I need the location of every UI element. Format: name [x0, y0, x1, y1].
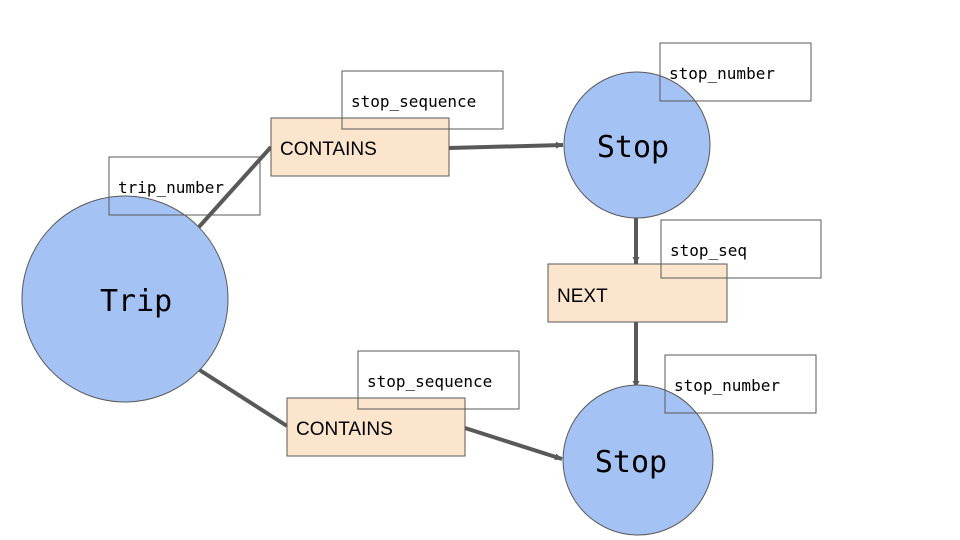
contains-top-box: [270, 117, 450, 177]
trip-node: [21, 195, 229, 403]
next-label: NEXT: [557, 286, 608, 307]
edge-trip-to-contains-bottom: [196, 367, 289, 428]
stop-sequence-top-property-box: [341, 70, 504, 130]
stop-sequence-top-property-label: stop_sequence: [351, 92, 476, 111]
trip-number-property-label: trip_number: [118, 178, 224, 197]
stop-node-top: [563, 71, 711, 219]
stop-sequence-bottom-property-box: [357, 350, 520, 410]
contains-bottom-label: CONTAINS: [296, 419, 393, 440]
stop-number-bottom-property-label: stop_number: [674, 376, 780, 395]
stop-seq-property-label: stop_seq: [670, 241, 747, 260]
contains-top-label: CONTAINS: [280, 139, 377, 160]
stop-sequence-bottom-property-label: stop_sequence: [367, 372, 492, 391]
stop-number-top-property-box: [659, 42, 812, 102]
stop-number-top-property-label: stop_number: [669, 64, 775, 83]
trip-node-label: Trip: [100, 284, 172, 319]
stop-node-top-label: Stop: [597, 130, 669, 165]
trip-number-property-box: [108, 156, 261, 216]
stop-node-bottom: [562, 384, 714, 536]
edge-contains-top-to-stop: [448, 141, 564, 150]
stop-node-bottom-label: Stop: [595, 445, 667, 480]
next-box: [547, 263, 728, 323]
edge-contains-bottom-to-stop: [464, 426, 563, 461]
stop-number-bottom-property-box: [664, 354, 817, 414]
contains-bottom-box: [286, 397, 466, 457]
stop-seq-property-box: [660, 219, 822, 279]
